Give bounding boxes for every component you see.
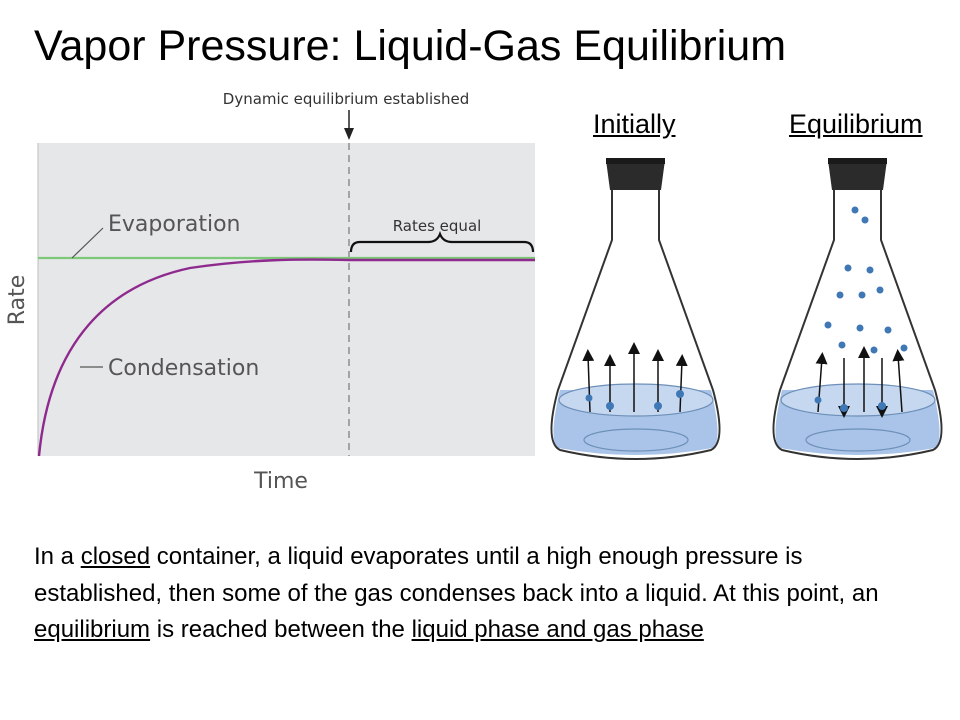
equilibrium-arrow-head [344, 128, 354, 140]
explanation-paragraph: In a closed container, a liquid evaporat… [34, 539, 934, 649]
evaporation-label: Evaporation [108, 212, 241, 237]
text-segment: In a [34, 543, 81, 570]
text-segment: is reached between the [150, 616, 412, 643]
x-axis-label: Time [253, 469, 308, 494]
molecules [585, 390, 684, 410]
flask-glass [772, 188, 943, 460]
liquid-surface [780, 383, 936, 417]
equilibrium-label: Equilibrium [789, 109, 923, 139]
gas-molecules [814, 206, 908, 412]
flask-equilibrium [772, 158, 943, 460]
equilibrium-annotation: Dynamic equilibrium established [223, 90, 469, 108]
slide-title: Vapor Pressure: Liquid-Gas Equilibrium [34, 22, 787, 70]
y-axis-label: Rate [5, 275, 30, 325]
rates-equal-brace [349, 230, 535, 253]
text-segment: container, a liquid evaporates until a h… [34, 543, 879, 607]
condensation-label: Condensation [108, 356, 259, 381]
flask-base-ring [805, 428, 911, 452]
underlined-term-phases: liquid phase and gas phase [411, 616, 704, 643]
liquid-surface [558, 383, 714, 417]
evaporation-leader [71, 227, 104, 259]
flask-glass [550, 188, 721, 460]
condensation-curve [37, 258, 535, 457]
stopper [828, 160, 887, 190]
plot-background [38, 143, 535, 456]
underlined-term-equilibrium: equilibrium [34, 616, 151, 643]
underlined-term-closed: closed [80, 543, 151, 570]
stopper [606, 160, 665, 190]
flask-initially [550, 158, 721, 460]
rate-time-graph: Dynamic equilibrium established Rates eq… [5, 90, 535, 494]
initially-label: Initially [593, 109, 676, 139]
rates-equal-label: Rates equal [393, 217, 482, 235]
flask-base-ring [583, 428, 689, 452]
